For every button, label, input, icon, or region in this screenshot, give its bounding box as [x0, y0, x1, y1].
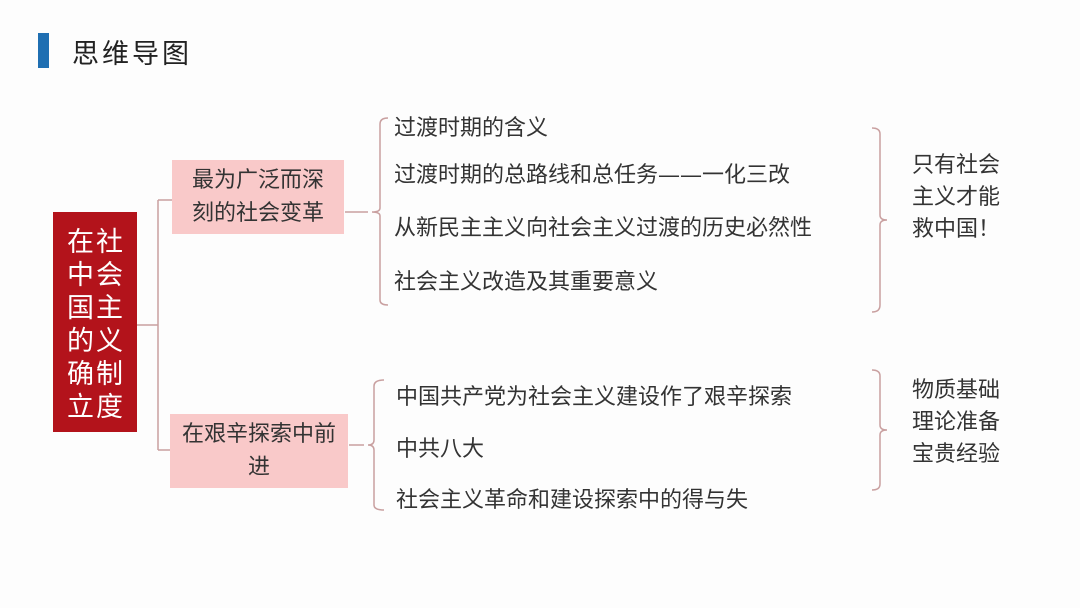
root-char: 在 [67, 227, 94, 258]
branch-2-bracket [349, 379, 385, 511]
summary-line: 只有社会 [912, 153, 1001, 178]
root-node: 社会主义制度 在中国的确立 [53, 212, 137, 432]
root-char: 立 [67, 392, 94, 423]
leaf-item: 社会主义革命和建设探索中的得与失 [396, 488, 749, 513]
branch-1-bracket [345, 117, 389, 306]
leaf-item: 过渡时期的总路线和总任务——一化三改 [394, 163, 791, 188]
root-char: 会 [96, 260, 123, 291]
header-accent-bar [38, 33, 49, 68]
page-title: 思维导图 [72, 39, 192, 70]
summary-line: 物质基础 [912, 378, 1001, 403]
leaf-item: 社会主义改造及其重要意义 [394, 270, 659, 295]
branch-node-1: 最为广泛而深刻的社会变革 [172, 160, 344, 234]
summary-line: 救中国！ [912, 217, 1001, 242]
root-char: 义 [96, 326, 123, 357]
branch-node-2: 在艰辛探索中前进 [170, 414, 348, 488]
leaf-item: 中共八大 [396, 437, 485, 462]
summary-line: 宝贵经验 [912, 442, 1001, 467]
summary-2-bracket [871, 369, 888, 491]
root-char: 中 [67, 260, 94, 291]
leaf-item: 过渡时期的含义 [394, 116, 549, 141]
root-connector [137, 199, 172, 451]
root-char: 制 [96, 359, 123, 390]
summary-line: 理论准备 [912, 410, 1001, 435]
summary-1: 只有社会 主义才能 救中国！ [912, 150, 1000, 246]
root-column-1: 社会主义制度 [96, 226, 123, 432]
root-char: 主 [96, 293, 123, 324]
root-char: 的 [67, 326, 94, 357]
root-char: 社 [96, 227, 123, 258]
leaf-item: 中国共产党为社会主义建设作了艰辛探索 [396, 385, 793, 410]
root-char: 国 [67, 293, 94, 324]
summary-1-bracket [871, 127, 888, 313]
root-char: 确 [67, 359, 94, 390]
root-column-2: 在中国的确立 [67, 226, 94, 432]
leaf-item: 从新民主主义向社会主义过渡的历史必然性 [394, 216, 813, 241]
summary-2: 物质基础 理论准备 宝贵经验 [912, 375, 1000, 471]
root-char: 度 [96, 392, 123, 423]
summary-line: 主义才能 [912, 185, 1001, 210]
